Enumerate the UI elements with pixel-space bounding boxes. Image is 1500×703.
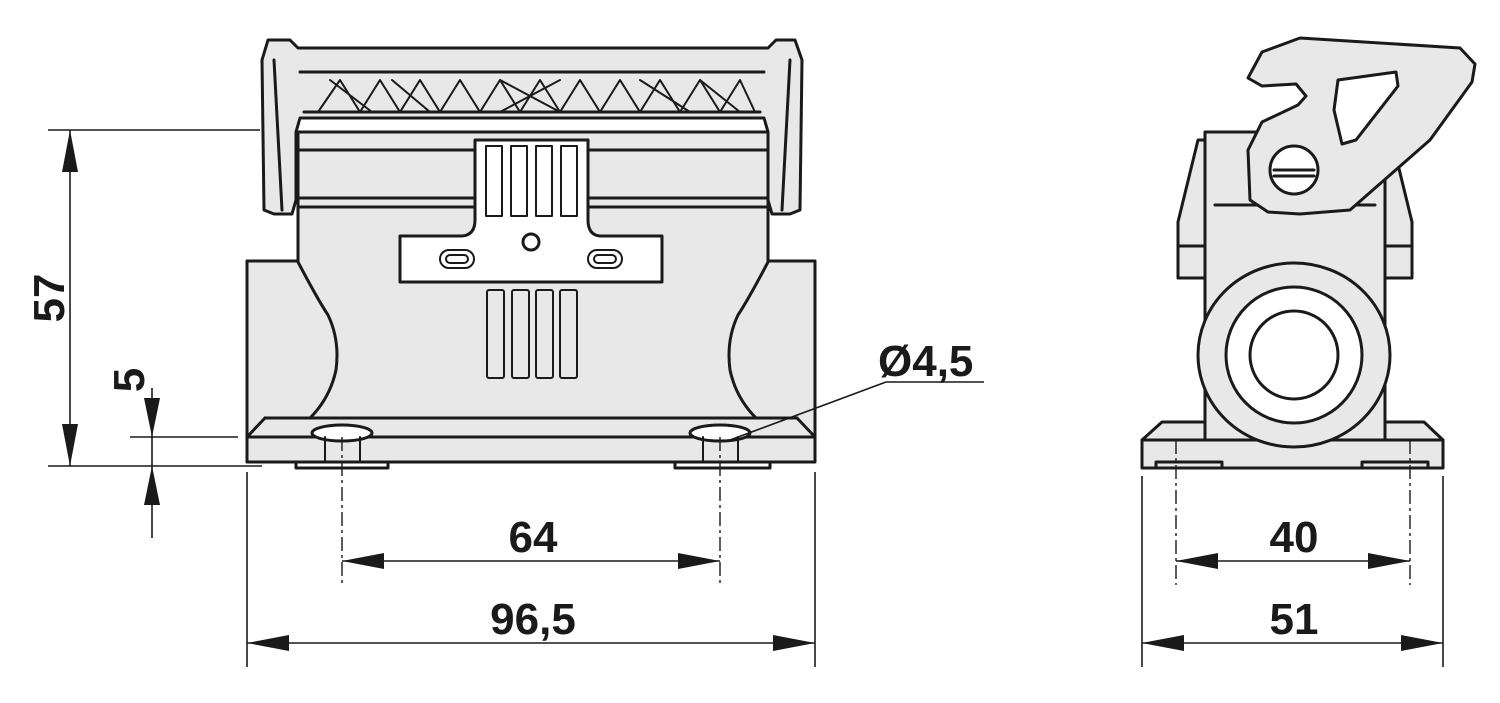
front-locking-bracket	[260, 38, 804, 216]
dim-label-57: 57	[25, 274, 74, 323]
side-locking-lever	[1246, 36, 1477, 216]
dim-label-51: 51	[1270, 595, 1319, 644]
side-cable-entry	[1196, 261, 1392, 449]
front-view	[245, 38, 817, 470]
dim-label-5: 5	[105, 368, 154, 392]
dimension-lines	[48, 129, 1444, 667]
dim-label-96-5: 96,5	[490, 595, 576, 644]
dim-label-hole-diameter: Ø4,5	[878, 337, 973, 386]
side-view	[1140, 36, 1477, 470]
front-housing-body	[296, 130, 770, 379]
dim-label-40: 40	[1270, 513, 1319, 562]
dim-label-64: 64	[509, 513, 558, 562]
